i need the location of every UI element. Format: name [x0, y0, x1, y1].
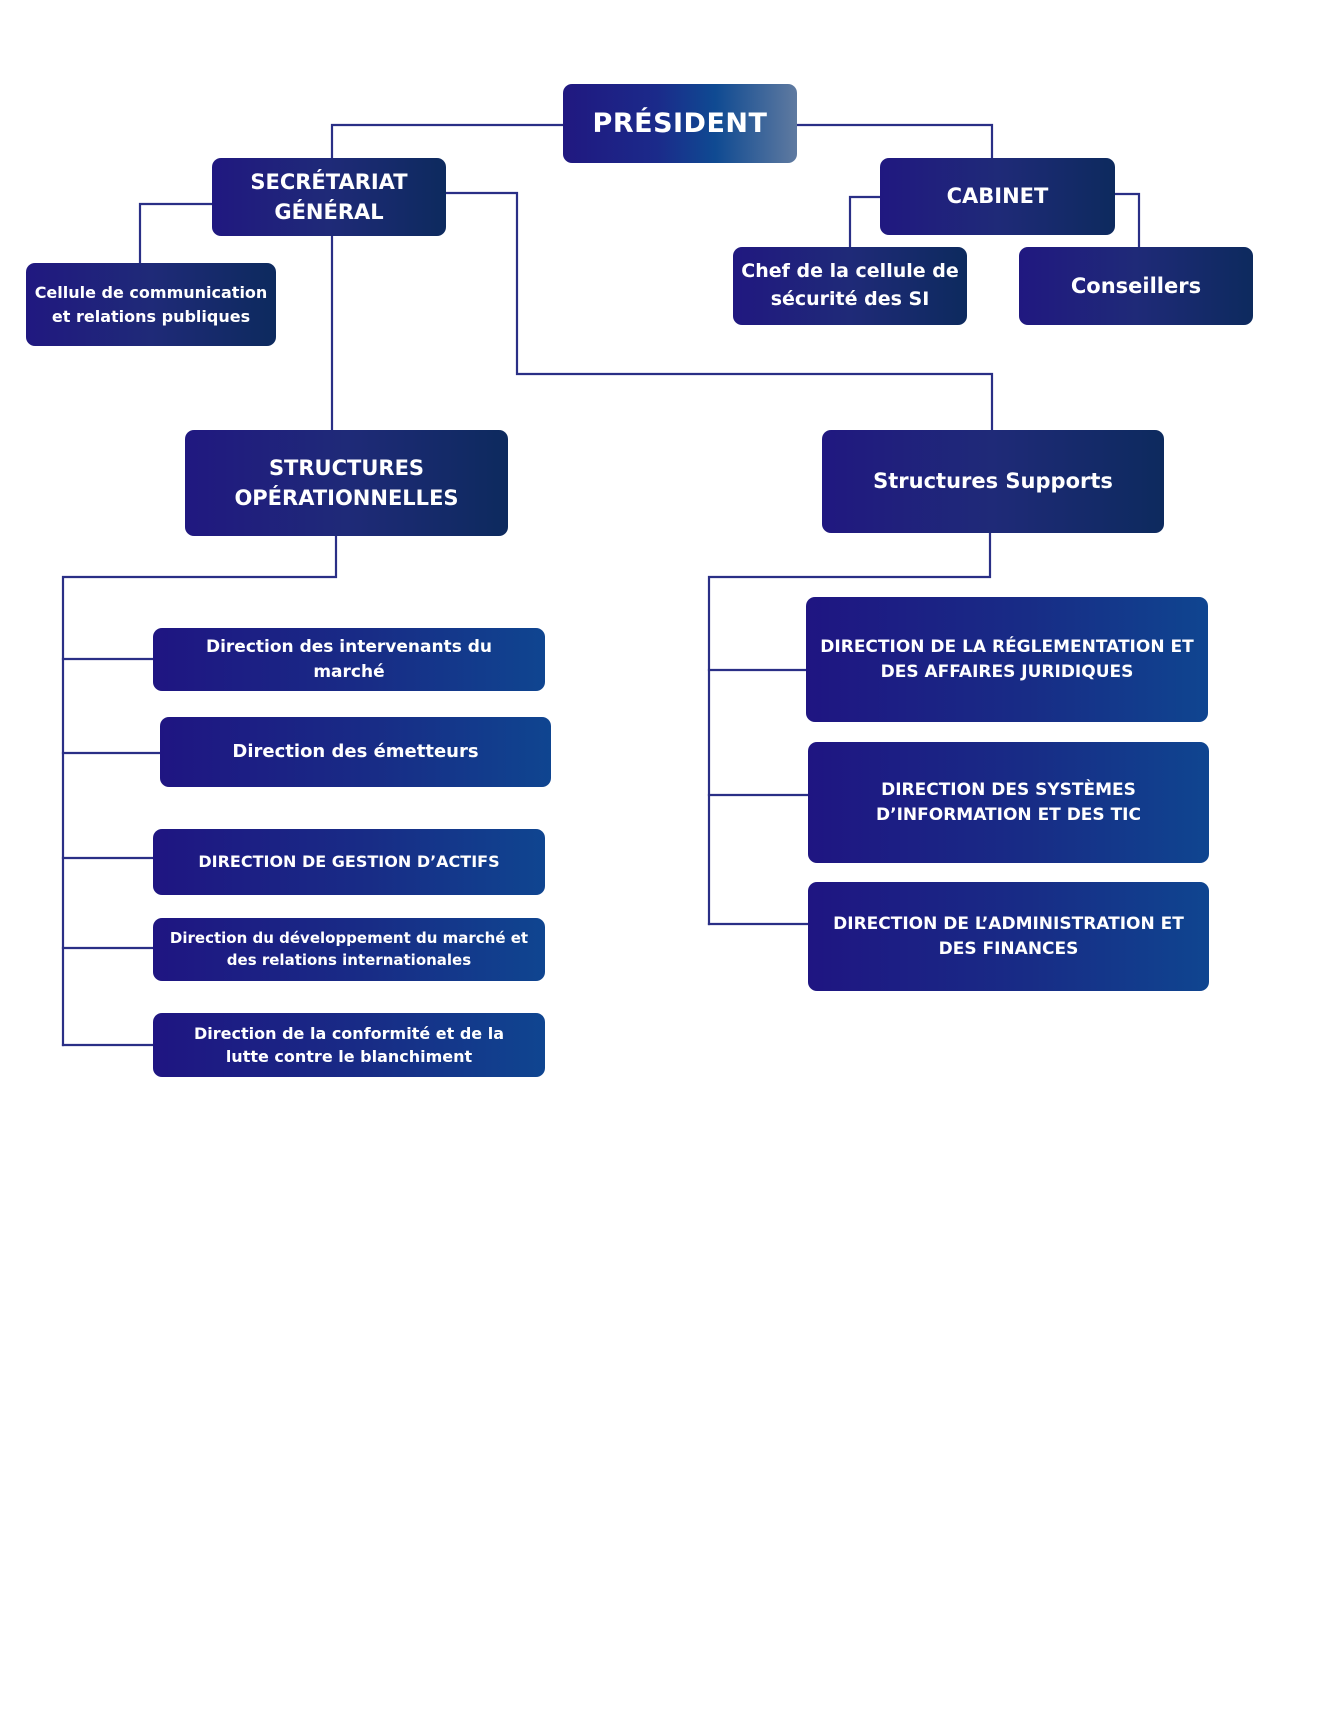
- connector-secretariat-cellule: [138, 202, 214, 265]
- connector-secretariat-supports: [444, 191, 994, 432]
- president-box: PRÉSIDENT: [563, 84, 797, 163]
- connector-president-secretariat: [330, 123, 565, 160]
- direction-emetteurs-box: Direction des émetteurs: [160, 717, 551, 787]
- direction-gestion-actifs-box: DIRECTION DE GESTION D’ACTIFS: [153, 829, 545, 895]
- direction-systemes-information-box: DIRECTION DES SYSTÈMES D’INFORMATION ET …: [808, 742, 1209, 863]
- connector-president-cabinet: [795, 123, 994, 160]
- direction-conformite-blanchiment-box: Direction de la conformité et de la lutt…: [153, 1013, 545, 1077]
- connector-cabinet-chef: [848, 195, 882, 249]
- connector-cabinet-conseillers: [1113, 192, 1141, 249]
- cellule-communication-box: Cellule de communication et relations pu…: [26, 263, 276, 346]
- cabinet-box: CABINET: [880, 158, 1115, 235]
- direction-reglementation-box: DIRECTION DE LA RÉGLEMENTATION ET DES AF…: [806, 597, 1208, 722]
- connector-supports-trunk: [707, 531, 992, 926]
- conseillers-box: Conseillers: [1019, 247, 1253, 325]
- structures-supports-box: Structures Supports: [822, 430, 1164, 533]
- chef-securite-si-box: Chef de la cellule de sécurité des SI: [733, 247, 967, 325]
- secretariat-general-box: SECRÉTARIAT GÉNÉRAL: [212, 158, 446, 236]
- direction-intervenants-marche-box: Direction des intervenants du marché: [153, 628, 545, 691]
- direction-administration-finances-box: DIRECTION DE L’ADMINISTRATION ET DES FIN…: [808, 882, 1209, 991]
- structures-operationnelles-box: STRUCTURES OPÉRATIONNELLES: [185, 430, 508, 536]
- connector-operationnelles-trunk: [61, 534, 338, 1047]
- direction-developpement-marche-box: Direction du développement du marché et …: [153, 918, 545, 981]
